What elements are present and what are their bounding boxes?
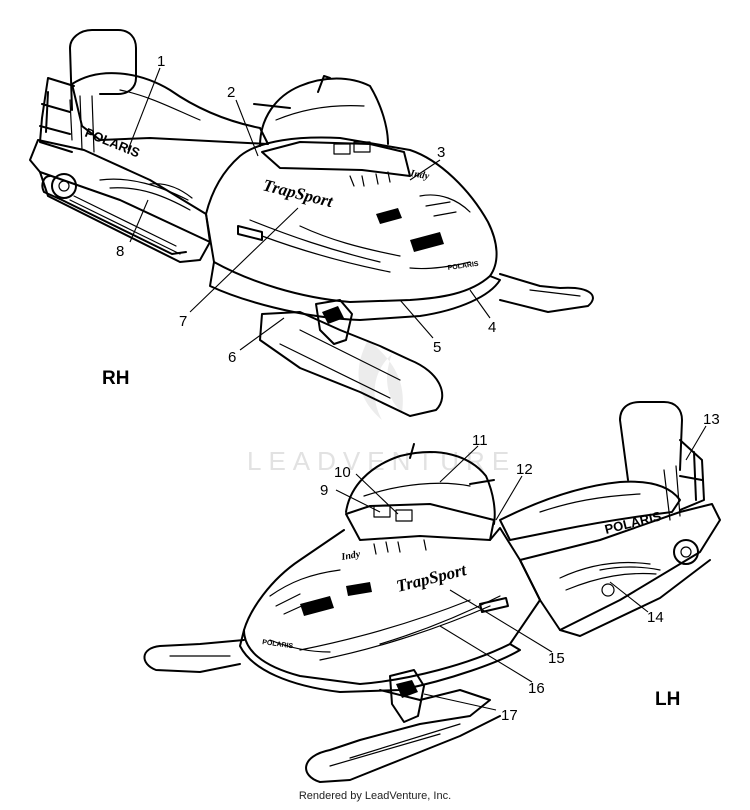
callout-17: 17 <box>501 707 518 724</box>
watermark: LEADVENTURE <box>247 340 516 476</box>
callout-7: 7 <box>179 313 187 330</box>
callout-8: 8 <box>116 243 124 260</box>
snowmobile-rh: POLARIS TrapSport Indy POLARIS <box>29 29 594 417</box>
callout-13: 13 <box>703 411 720 428</box>
hood-brand-lh: POLARIS <box>262 639 294 650</box>
model-logo-lh: TrapSport <box>394 560 469 596</box>
rh-label: RH <box>102 368 129 389</box>
callout-3: 3 <box>437 144 445 161</box>
callout-9: 9 <box>320 482 328 499</box>
callout-15: 15 <box>548 650 565 667</box>
callout-numbers: 1 2 3 4 5 6 7 8 9 10 11 12 13 14 15 16 1… <box>116 53 720 724</box>
callout-12: 12 <box>516 461 533 478</box>
model-logo-rh: TrapSport <box>261 175 336 211</box>
indy-decal-rh: Indy <box>408 168 430 182</box>
brand-decal-lh: POLARIS <box>603 508 663 537</box>
callout-16: 16 <box>528 680 545 697</box>
callout-2: 2 <box>227 84 235 101</box>
snowmobile-lh: POLARIS Indy TrapSport POLARIS <box>143 401 721 783</box>
callout-10: 10 <box>334 464 351 481</box>
callout-6: 6 <box>228 349 236 366</box>
hood-brand-rh: POLARIS <box>447 261 479 272</box>
callout-4: 4 <box>488 319 496 336</box>
callout-14: 14 <box>647 609 664 626</box>
footer-credit: Rendered by LeadVenture, Inc. <box>298 790 452 802</box>
watermark-text: LEADVENTURE <box>247 446 516 476</box>
callout-5: 5 <box>433 339 441 356</box>
lh-label: LH <box>655 689 680 710</box>
brand-decal-rh: POLARIS <box>83 125 142 161</box>
indy-decal-lh: Indy <box>340 549 362 563</box>
callout-1: 1 <box>157 53 165 70</box>
callout-11: 11 <box>472 432 488 449</box>
leader-lines <box>127 67 707 711</box>
